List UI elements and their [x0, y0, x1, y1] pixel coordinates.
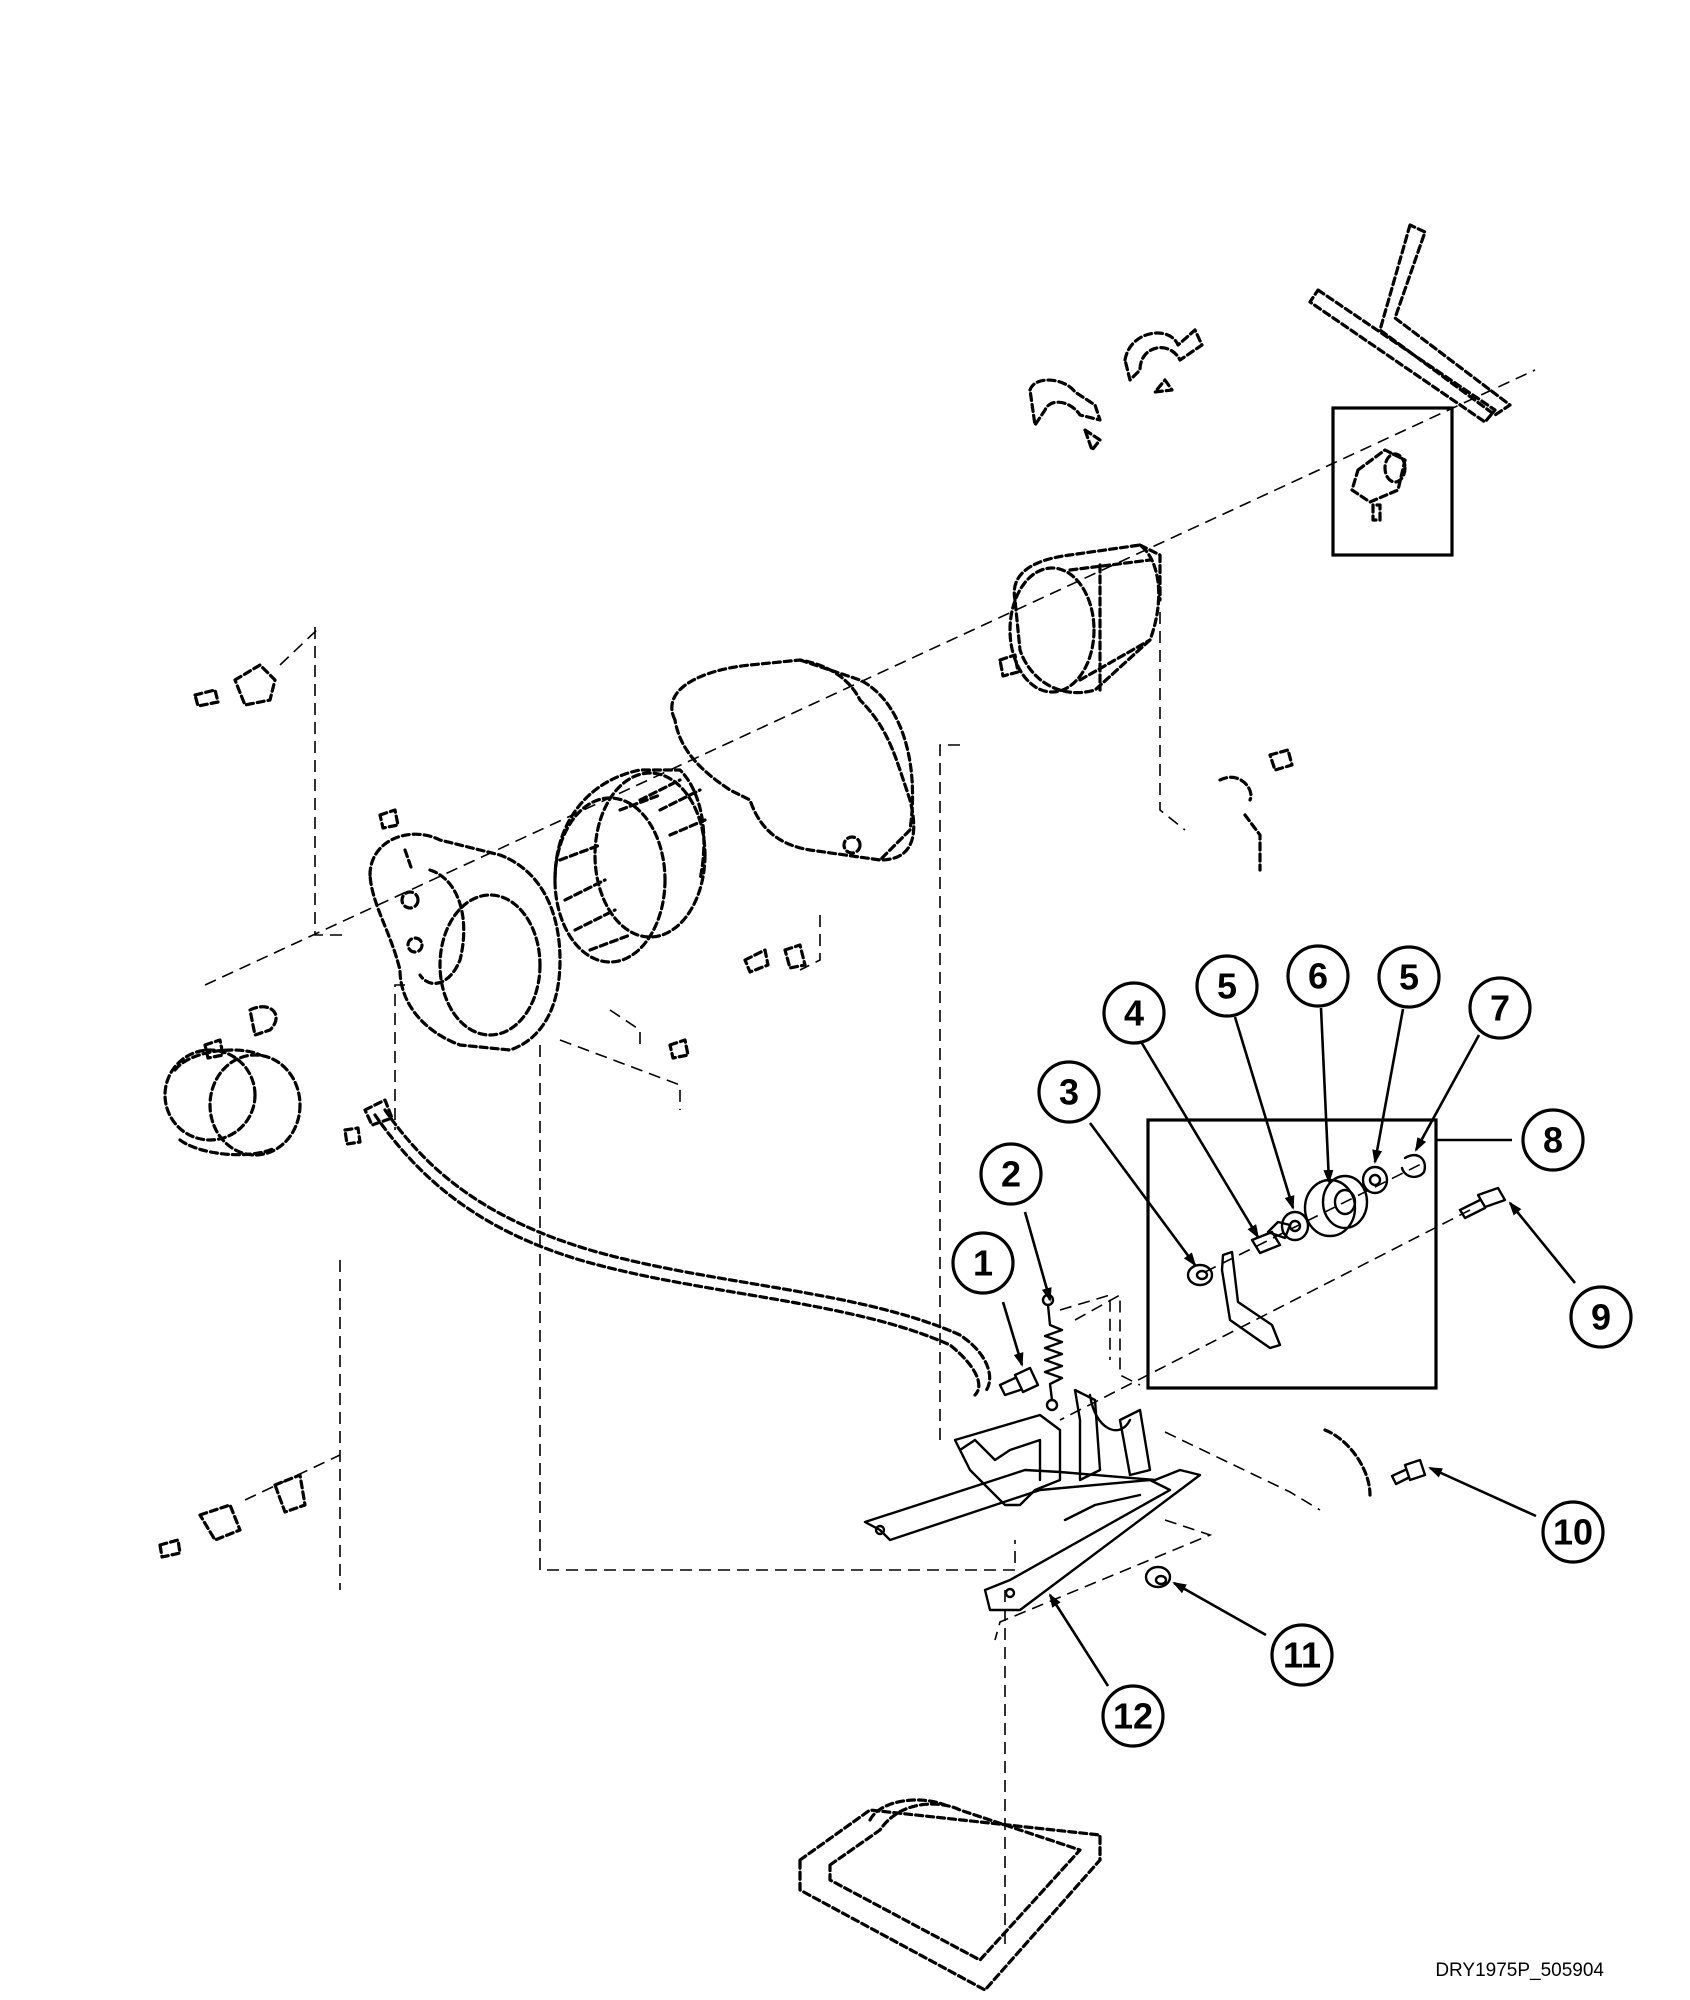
- guide-line: [1159, 612, 1186, 831]
- drive-belt: [1308, 223, 1512, 424]
- housing-screw: [378, 808, 414, 872]
- guide-line: [1059, 1209, 1471, 1421]
- callout-7: 7: [1468, 976, 1532, 1040]
- svg-text:6: 6: [1308, 956, 1328, 997]
- svg-text:10: 10: [1553, 1512, 1593, 1553]
- setscrew: [1371, 503, 1382, 522]
- guide-line: [539, 1045, 1016, 1571]
- guide-line: [939, 744, 960, 1440]
- assembly-axis: [204, 369, 1536, 986]
- motor-pulley: [1350, 448, 1407, 504]
- callout-4: 4: [1102, 981, 1166, 1045]
- guide-line: [279, 626, 321, 666]
- idler-axis: [1204, 1161, 1426, 1273]
- housing-screw: [559, 1038, 690, 1110]
- callout-5: 5: [1377, 945, 1441, 1009]
- thermostat: [193, 663, 277, 708]
- leader-line: [1508, 1201, 1577, 1284]
- ground-screw: [1390, 1458, 1427, 1486]
- blower-wheel: [553, 768, 707, 964]
- leader-line: [1138, 1039, 1260, 1239]
- leader-line: [1048, 1593, 1110, 1687]
- svg-text:8: 8: [1543, 1120, 1563, 1161]
- housing-screw: [743, 943, 807, 974]
- motor-mount-base: [863, 1388, 1202, 1612]
- harness-connector: [343, 1098, 394, 1146]
- leader-line: [1319, 1007, 1334, 1184]
- svg-text:1: 1: [973, 1243, 993, 1284]
- ground-wire: [1323, 1428, 1372, 1497]
- guide-line: [994, 1519, 1213, 1641]
- callout-10: 10: [1541, 1500, 1605, 1564]
- callout-11: 11: [1270, 1623, 1334, 1687]
- callout-12: 12: [1101, 1684, 1165, 1748]
- belt-clip: [1123, 328, 1204, 394]
- svg-text:5: 5: [1217, 966, 1237, 1007]
- duct-ring: [163, 1048, 302, 1157]
- leader-line: [1172, 1581, 1267, 1637]
- drawing-id-label: DRY1975P_505904: [1435, 1960, 1604, 1981]
- motor-pulley-inset: [1331, 406, 1454, 557]
- bolt: [1458, 1186, 1507, 1220]
- guide-line: [314, 627, 345, 936]
- svg-text:9: 9: [1591, 1297, 1611, 1338]
- washer: [1280, 1210, 1310, 1242]
- svg-text:3: 3: [1059, 1072, 1079, 1113]
- leader-line: [1001, 1301, 1024, 1367]
- centrifugal-switch: [158, 1473, 307, 1559]
- idler-spring: [1041, 1293, 1064, 1412]
- guide-line: [1164, 1431, 1321, 1511]
- idler-shaft: [1250, 1220, 1292, 1255]
- retaining-ring: [1400, 1153, 1427, 1179]
- hex-nut: [1144, 1565, 1172, 1589]
- guide-line: [244, 1454, 341, 1501]
- nut: [1186, 1263, 1214, 1287]
- drive-motor: [998, 543, 1162, 695]
- callout-6: 6: [1286, 944, 1350, 1008]
- wire-harness: [373, 1113, 981, 1397]
- idler-arm: [1220, 1250, 1282, 1350]
- callout-8: 8: [1521, 1108, 1585, 1172]
- svg-text:7: 7: [1490, 988, 1510, 1029]
- base-pan: [798, 1798, 1102, 1992]
- callout-3: 3: [1037, 1060, 1101, 1124]
- svg-text:4: 4: [1124, 993, 1144, 1034]
- leader-line: [1088, 1122, 1197, 1267]
- motor-clip: [1218, 748, 1294, 872]
- blower-housing-front: [368, 832, 562, 1052]
- svg-text:12: 12: [1113, 1696, 1153, 1737]
- guide-line: [609, 1009, 641, 1050]
- wire-harness: [383, 1108, 992, 1394]
- guide-line: [1059, 1293, 1111, 1360]
- guide-line: [394, 984, 405, 1130]
- guide-line: [1074, 1293, 1141, 1386]
- belt-clip: [1028, 378, 1102, 452]
- blower-housing-rear: [670, 658, 916, 862]
- leader-line: [1233, 1016, 1295, 1210]
- pivot-bolt: [998, 1366, 1040, 1397]
- svg-text:11: 11: [1283, 1635, 1321, 1676]
- idler-pulley: [1303, 1174, 1369, 1238]
- callout-5: 5: [1195, 954, 1259, 1018]
- callout-2: 2: [979, 1142, 1043, 1206]
- callout-1: 1: [951, 1231, 1015, 1295]
- svg-text:5: 5: [1399, 957, 1419, 998]
- guide-line: [799, 915, 821, 971]
- washer: [1361, 1165, 1389, 1195]
- svg-text:2: 2: [1001, 1154, 1021, 1195]
- callout-9: 9: [1569, 1285, 1633, 1349]
- leader-line: [1023, 1211, 1052, 1302]
- leader-line: [1372, 1008, 1405, 1164]
- leader-line: [1428, 1466, 1537, 1518]
- idler-assembly-inset: [1146, 1118, 1438, 1390]
- leader-line: [1414, 1034, 1481, 1152]
